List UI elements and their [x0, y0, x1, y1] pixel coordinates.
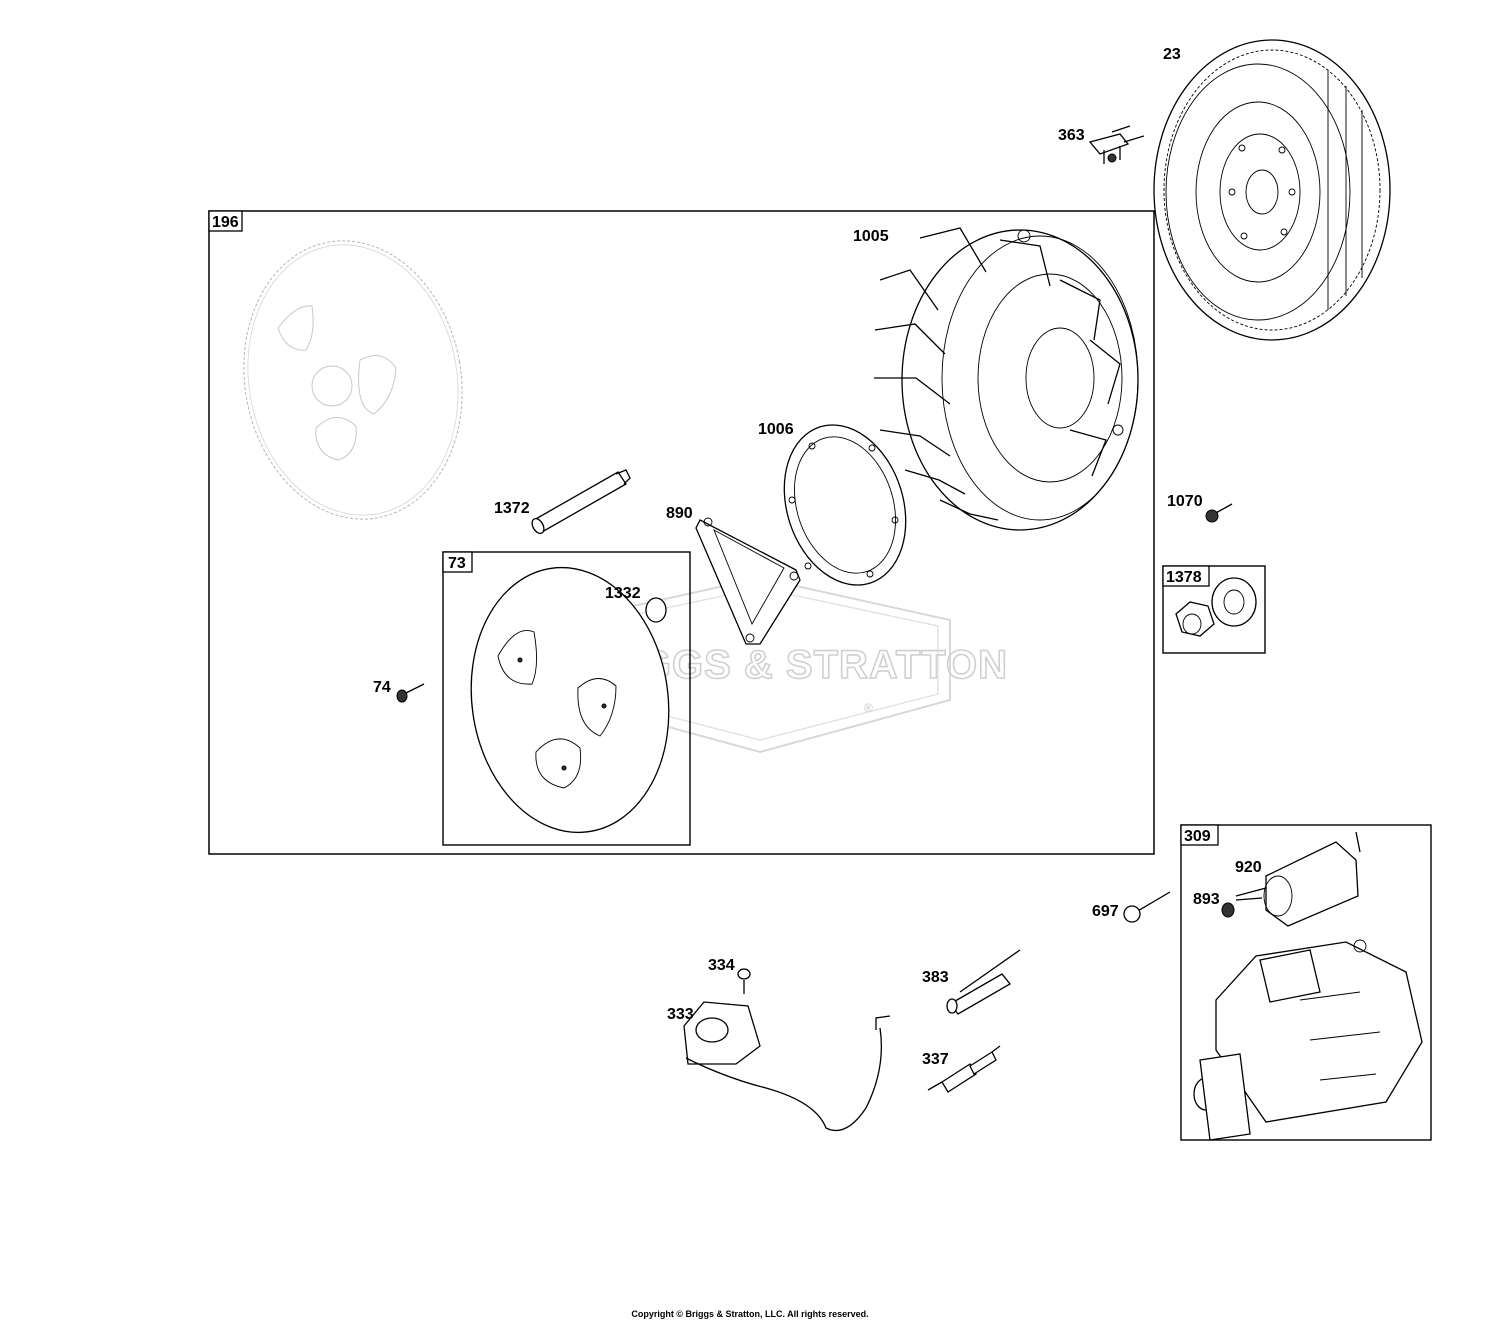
- group-73[interactable]: 73: [442, 551, 691, 846]
- flywheel-drawing: [1153, 39, 1391, 341]
- triangle-bracket-drawing: [695, 517, 801, 645]
- group-73-label: 73: [448, 555, 466, 572]
- bolt-1070-drawing: [1205, 503, 1233, 523]
- part-label-23[interactable]: 23: [1163, 46, 1181, 63]
- group-309[interactable]: 309: [1180, 824, 1432, 1141]
- part-label-1332[interactable]: 1332: [605, 585, 641, 602]
- screw-334-drawing: [737, 968, 751, 994]
- cover-plate-drawing: [470, 566, 670, 834]
- part-label-1070[interactable]: 1070: [1167, 493, 1203, 510]
- part-label-333[interactable]: 333: [667, 1006, 694, 1023]
- part-label-920[interactable]: 920: [1235, 859, 1262, 876]
- part-label-383[interactable]: 383: [922, 969, 949, 986]
- group-196[interactable]: 196: [208, 210, 1155, 855]
- watermark-registered-mark: ®: [864, 701, 873, 715]
- part-label-337[interactable]: 337: [922, 1051, 949, 1068]
- part-label-1372[interactable]: 1372: [494, 500, 530, 517]
- part-label-893[interactable]: 893: [1193, 891, 1220, 908]
- fan-ring-drawing: [783, 424, 907, 586]
- part-label-697[interactable]: 697: [1092, 903, 1119, 920]
- part-label-1005[interactable]: 1005: [853, 228, 889, 245]
- copyright-notice: Copyright © Briggs & Stratton, LLC. All …: [631, 1309, 869, 1319]
- group-1378-label: 1378: [1166, 569, 1202, 586]
- ignition-coil-drawing: [683, 1001, 891, 1132]
- part-label-363[interactable]: 363: [1058, 127, 1085, 144]
- part-label-74[interactable]: 74: [373, 679, 391, 696]
- spark-plug-drawing: [927, 1045, 1001, 1093]
- spark-plug-tool-drawing: [946, 949, 1021, 1015]
- nut-893-drawing: [1221, 902, 1235, 918]
- bolt-697-drawing: [1123, 891, 1171, 923]
- group-309-label: 309: [1184, 828, 1211, 845]
- ground-bracket-drawing: [1088, 125, 1145, 164]
- washer-1332-drawing: [645, 597, 667, 623]
- cooling-fan-drawing: [874, 227, 1139, 531]
- part-label-1006[interactable]: 1006: [758, 421, 794, 438]
- starter-solenoid-drawing: [1235, 831, 1361, 927]
- bolt-74-drawing: [396, 683, 425, 703]
- part-label-334[interactable]: 334: [708, 957, 735, 974]
- ghost-plate-drawing: [243, 240, 463, 520]
- group-196-label: 196: [212, 214, 239, 231]
- nut-and-washer-drawing: [1175, 577, 1257, 637]
- starter-motor-drawing: [1193, 939, 1423, 1141]
- part-label-890[interactable]: 890: [666, 505, 693, 522]
- group-1378[interactable]: 1378: [1162, 565, 1266, 654]
- shaft-drawing: [531, 469, 631, 535]
